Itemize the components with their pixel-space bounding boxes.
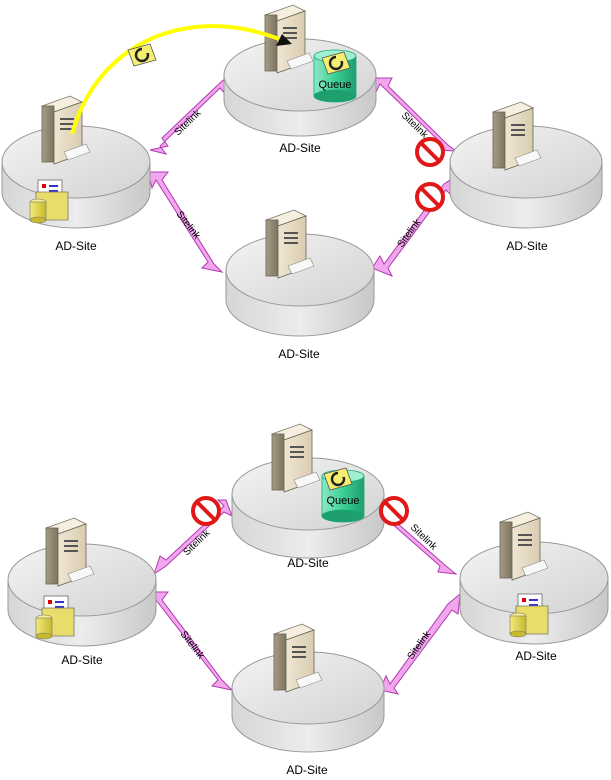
message-icon bbox=[127, 43, 157, 67]
site-label: AD-Site bbox=[287, 556, 329, 570]
server-icon bbox=[498, 511, 549, 581]
mailbox-store-icon bbox=[509, 593, 549, 638]
site-bottom: AD-Site bbox=[225, 233, 375, 361]
server-icon bbox=[264, 209, 315, 279]
sitelink-label: Sitelink bbox=[174, 209, 203, 242]
diagram-1: Sitelink Sitelink Sitelink Sitelink AD-S… bbox=[1, 4, 603, 361]
sitelink-label: Sitelink bbox=[172, 107, 204, 138]
server-icon bbox=[270, 423, 321, 493]
site-label: AD-Site bbox=[279, 141, 321, 155]
site-label: AD-Site bbox=[278, 347, 320, 361]
site-label: AD-Site bbox=[515, 649, 557, 663]
server-icon bbox=[491, 101, 542, 171]
sitelink-left-bottom-2: Sitelink bbox=[147, 591, 234, 691]
sitelink-label: Sitelink bbox=[396, 216, 424, 249]
mailbox-store-icon bbox=[29, 179, 69, 224]
site-label: AD-Site bbox=[61, 653, 103, 667]
message-icon bbox=[323, 467, 353, 491]
queue-label: Queue bbox=[326, 495, 359, 507]
site-bottom: AD-Site bbox=[231, 651, 385, 777]
site-label: AD-Site bbox=[286, 763, 328, 777]
blocked-icon bbox=[191, 496, 221, 526]
server-icon bbox=[44, 517, 95, 587]
server-icon bbox=[263, 4, 314, 74]
blocked-icon bbox=[415, 182, 445, 212]
sitelink-left-bottom: Sitelink bbox=[147, 171, 224, 273]
queue-label: Queue bbox=[318, 79, 351, 91]
message-transfer-arrow bbox=[70, 23, 292, 135]
server-icon bbox=[272, 623, 323, 693]
site-right: AD-Site bbox=[459, 541, 609, 663]
blocked-icon bbox=[379, 496, 409, 526]
site-label: AD-Site bbox=[506, 239, 548, 253]
sitelink-label: Sitelink bbox=[178, 629, 207, 662]
sitelink-bottom-right-2: Sitelink bbox=[379, 592, 461, 695]
sitelink-label: Sitelink bbox=[406, 628, 434, 661]
sitelink-top-right: Sitelink bbox=[371, 77, 458, 152]
blocked-icon bbox=[415, 137, 445, 167]
mailbox-store-icon bbox=[35, 595, 75, 640]
site-label: AD-Site bbox=[55, 239, 97, 253]
server-icon bbox=[40, 95, 91, 165]
diagram-2: Sitelink Sitelink Sitelink Sitelink AD-S… bbox=[7, 423, 609, 777]
sitelink-left-top: Sitelink bbox=[149, 72, 233, 155]
message-icon bbox=[321, 51, 351, 75]
